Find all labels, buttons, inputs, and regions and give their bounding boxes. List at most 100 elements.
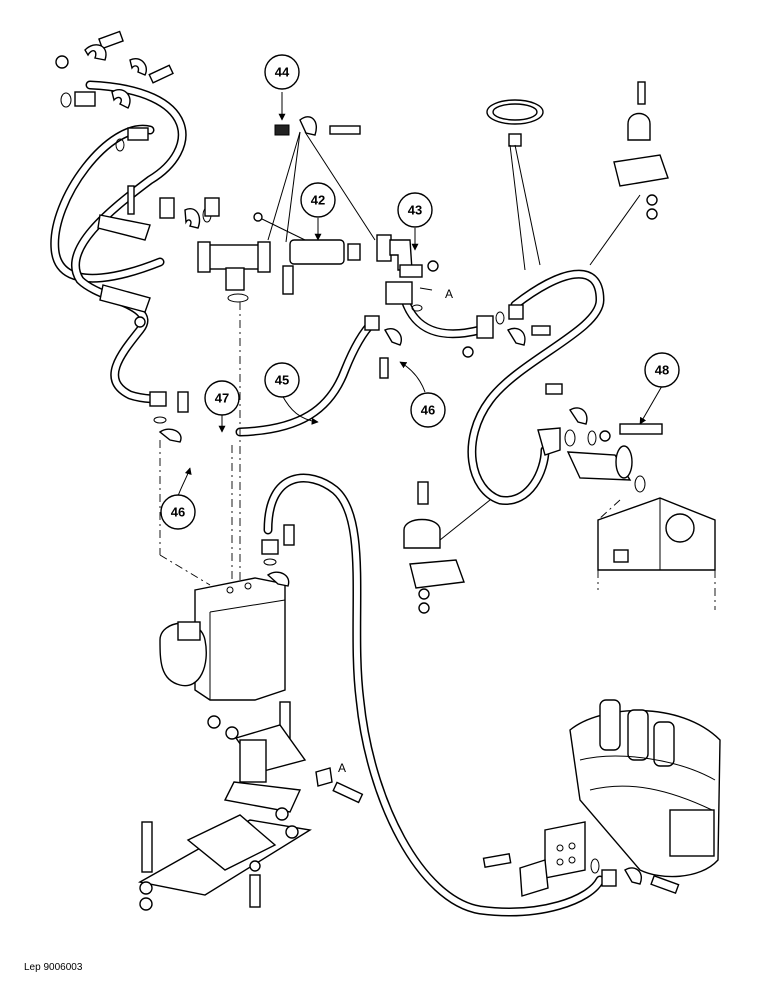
hose-strap-inner xyxy=(492,103,538,121)
drawing-reference: Lep 9006003 xyxy=(24,962,83,973)
port-hole xyxy=(556,844,564,852)
elbow-fitting xyxy=(537,427,561,456)
fitting xyxy=(74,91,96,107)
o-ring xyxy=(153,416,167,424)
reference-letter-a: A xyxy=(338,761,346,775)
ball-valve-42 xyxy=(289,239,345,265)
housing-port xyxy=(665,513,695,543)
phantom-lines xyxy=(159,302,621,586)
bolt-head xyxy=(545,383,563,395)
port-hole xyxy=(244,582,252,590)
o-ring xyxy=(587,430,597,446)
clamp-half xyxy=(299,116,317,136)
callout-45: 45 xyxy=(264,362,300,398)
valve-edge xyxy=(209,599,286,613)
callout-bubble xyxy=(264,362,300,398)
flange xyxy=(615,445,633,479)
leader-44 xyxy=(304,131,376,241)
mount-pad xyxy=(186,814,277,871)
valve-port xyxy=(177,621,201,641)
clamp-half xyxy=(507,327,526,346)
nut xyxy=(139,897,153,911)
right-manifold-43 xyxy=(364,234,551,379)
fitting xyxy=(601,869,617,887)
bolt xyxy=(482,852,512,868)
clamp-half xyxy=(569,407,588,425)
callout-number: 46 xyxy=(421,403,435,418)
hose-group xyxy=(50,80,605,917)
leader-45 xyxy=(281,394,319,425)
leader-46 xyxy=(177,467,192,497)
fitting xyxy=(127,127,149,141)
bolt xyxy=(332,781,364,804)
end-cover xyxy=(669,809,715,857)
port-hole xyxy=(568,842,576,850)
hose xyxy=(50,124,165,283)
leader-48 xyxy=(639,385,663,425)
bracket xyxy=(613,154,669,187)
callout-number: 43 xyxy=(408,203,422,218)
leader-lines xyxy=(177,92,663,541)
washer xyxy=(249,860,261,872)
callout-48: 48 xyxy=(644,352,680,388)
callout-number: 47 xyxy=(215,391,229,406)
bolt xyxy=(650,874,680,895)
shim xyxy=(315,767,333,787)
o-ring xyxy=(263,558,277,566)
leader-44 xyxy=(285,131,301,243)
nut xyxy=(134,316,146,328)
callout-number: 45 xyxy=(275,373,289,388)
bolt-head xyxy=(204,197,220,217)
port-hole xyxy=(226,586,234,594)
bracket-foot xyxy=(223,781,302,813)
callout-bubble xyxy=(264,54,300,90)
bolt xyxy=(177,391,189,413)
reference-letter-a: A xyxy=(445,287,453,301)
body-detail xyxy=(579,755,716,781)
o-ring xyxy=(227,293,249,303)
bolt xyxy=(531,325,551,336)
callout-46-right: 46 xyxy=(410,392,446,428)
fitting xyxy=(364,315,380,331)
nut xyxy=(55,55,69,69)
callout-bubble xyxy=(410,392,446,428)
bolt-head xyxy=(159,197,175,219)
spool-cap xyxy=(627,709,649,761)
bolt xyxy=(283,524,295,546)
washer xyxy=(225,726,239,740)
bolt xyxy=(148,64,174,84)
spool-cap xyxy=(653,721,675,767)
callout-42: 42 xyxy=(300,182,336,218)
fitting xyxy=(508,304,524,320)
leader-46 xyxy=(399,361,426,393)
callout-46-left: 46 xyxy=(160,494,196,530)
callout-bubble xyxy=(300,182,336,218)
nut xyxy=(427,260,439,272)
bolt xyxy=(141,821,153,873)
port-hole xyxy=(556,858,564,866)
bolt xyxy=(417,481,429,505)
clamp-half xyxy=(111,89,131,109)
phantom-line xyxy=(597,499,621,521)
flange xyxy=(197,241,211,273)
nut xyxy=(599,430,611,442)
fitting xyxy=(261,539,279,555)
port-hole xyxy=(568,856,576,864)
control-valve-block xyxy=(138,524,364,911)
o-ring xyxy=(564,429,576,447)
phantom-line xyxy=(159,554,211,586)
bolt xyxy=(282,265,294,295)
o-ring xyxy=(590,858,600,874)
valve-handle xyxy=(259,217,306,241)
leader-bracket xyxy=(589,194,641,266)
sensor xyxy=(613,549,629,563)
bracket xyxy=(409,559,465,589)
bolt-48 xyxy=(619,423,663,435)
bracket-upright xyxy=(239,739,267,783)
callout-47: 47 xyxy=(204,380,240,416)
body-detail xyxy=(589,785,713,811)
handle-knob xyxy=(253,212,263,222)
bolt xyxy=(127,185,135,215)
nut xyxy=(274,124,290,136)
